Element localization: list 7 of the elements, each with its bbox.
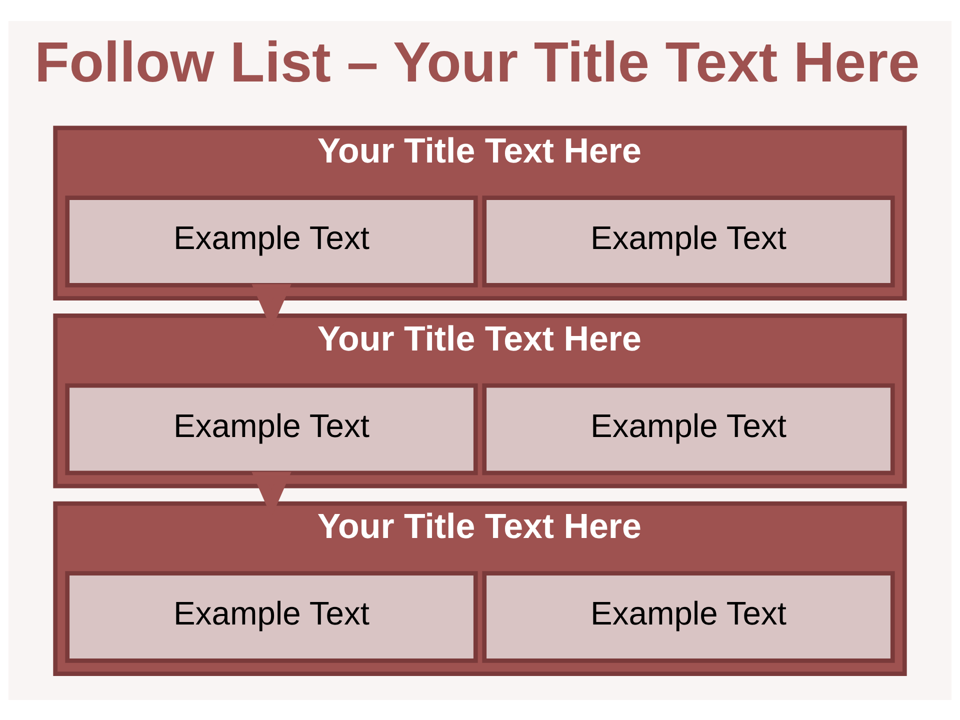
diagram-title: Follow List – Your Title Text Here bbox=[34, 31, 920, 94]
node-box: Example Text bbox=[65, 195, 478, 287]
node-box: Example Text bbox=[482, 195, 895, 287]
node-box: Example Text bbox=[65, 570, 478, 662]
node-box: Example Text bbox=[65, 382, 478, 475]
node-box: Example Text bbox=[482, 382, 895, 475]
node-box: Example Text bbox=[482, 570, 895, 662]
